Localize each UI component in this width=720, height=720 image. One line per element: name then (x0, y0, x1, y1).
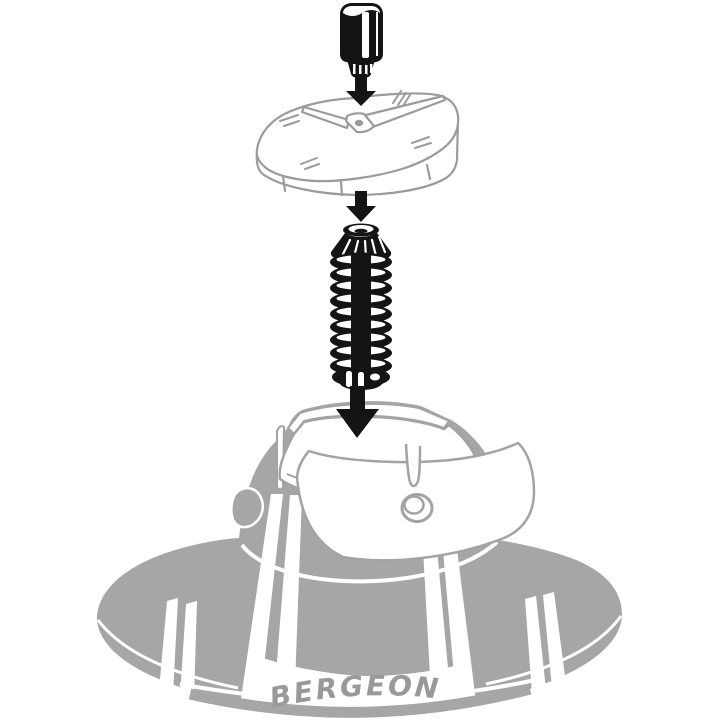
thread-coils (330, 252, 392, 376)
flange-edge-highlight-right (485, 615, 623, 686)
cone-body (330, 233, 392, 258)
threaded-spring-post (330, 223, 392, 390)
watch-movement (255, 90, 460, 197)
plate-seam (281, 174, 287, 193)
plate-top (255, 92, 460, 183)
rim-notch (404, 443, 422, 488)
pin-highlight-thin (376, 12, 378, 56)
holder-cup (230, 402, 536, 562)
hour-hand (300, 105, 351, 130)
front-hole (400, 493, 434, 523)
plate-seam (339, 180, 344, 197)
pin-highlight (362, 12, 369, 58)
pin-body (340, 3, 383, 78)
dial-tick-marks (279, 90, 432, 170)
clock-hands (300, 94, 447, 134)
down-arrow-1 (346, 74, 376, 106)
left-clamp-tab (230, 487, 265, 529)
hub-dot (354, 119, 364, 127)
flange-stripes (159, 493, 566, 712)
pin-top-concave (343, 6, 380, 16)
down-arrow-2 (346, 191, 376, 222)
flange-edge-highlight-left (96, 619, 239, 690)
pin-tip-slits (353, 64, 373, 76)
plate-seam (425, 163, 432, 181)
bottom-lip (188, 683, 532, 718)
front-brand-band (258, 658, 474, 716)
bottom-gap-highlight (179, 677, 541, 702)
down-arrow-3 (336, 386, 379, 438)
movement-holder-base: BERGEON (96, 401, 623, 718)
pusher-pin-tool (340, 3, 383, 78)
